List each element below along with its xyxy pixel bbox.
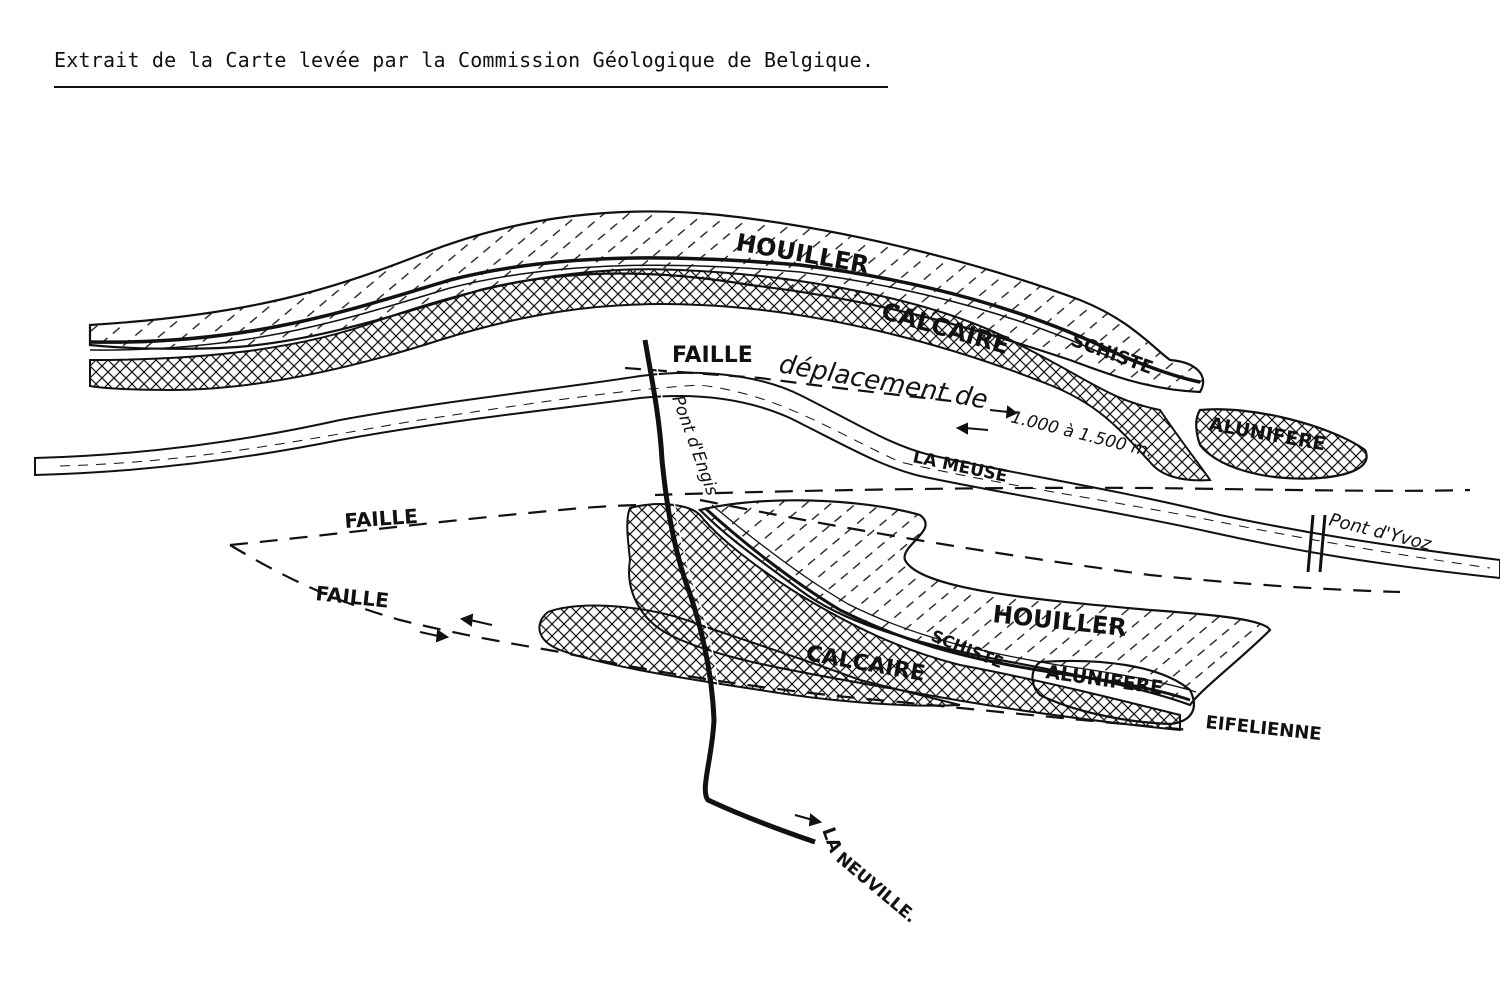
- label-la-neuville-2: NEUVILLE.: [832, 849, 921, 928]
- alunifere-south-lens: [1031, 659, 1196, 726]
- fault-dashed-east: [654, 486, 1471, 497]
- label-pont-engis: Pont d'Engis: [667, 393, 722, 498]
- schiste-north-line-2: [89, 264, 1121, 363]
- road-la-neuville-inner: [651, 339, 819, 835]
- alunifere-north-lens: [1195, 408, 1368, 480]
- faille-west-lower: [229, 544, 1191, 732]
- pont-yvoz-bridge: [1306, 514, 1327, 573]
- map-title: Extrait de la Carte levée par la Commiss…: [54, 48, 875, 72]
- label-faille-main: FAILLE: [672, 343, 753, 368]
- faille-west-upper: [229, 503, 651, 547]
- neuville-arrow: [794, 813, 823, 827]
- houiller-south-block: [697, 499, 1272, 707]
- schiste-north-band: [89, 256, 1201, 384]
- label-deplacement: déplacement de: [777, 349, 990, 415]
- river-dashes: [59, 384, 1491, 569]
- faille-arrows: [419, 613, 493, 643]
- road-la-neuville: [642, 339, 816, 845]
- calcaire-north-band: [89, 268, 1212, 482]
- title-underline: [54, 86, 888, 88]
- label-la-meuse: LA MEUSE: [911, 447, 1009, 487]
- schiste-south-lines: [703, 506, 1191, 702]
- schiste-south-lines-2: [711, 504, 1197, 693]
- displacement-arrows: [955, 405, 1018, 435]
- label-pont-yvoz: Pont d'Yvoz: [1327, 509, 1434, 555]
- label-faille-1: FAILLE: [344, 504, 419, 533]
- main-fault-line: [624, 366, 961, 404]
- label-faille-2: FAILLE: [314, 581, 390, 613]
- label-eifelienne: EIFELIENNE: [1204, 712, 1322, 745]
- la-meuse-river: [34, 371, 1500, 580]
